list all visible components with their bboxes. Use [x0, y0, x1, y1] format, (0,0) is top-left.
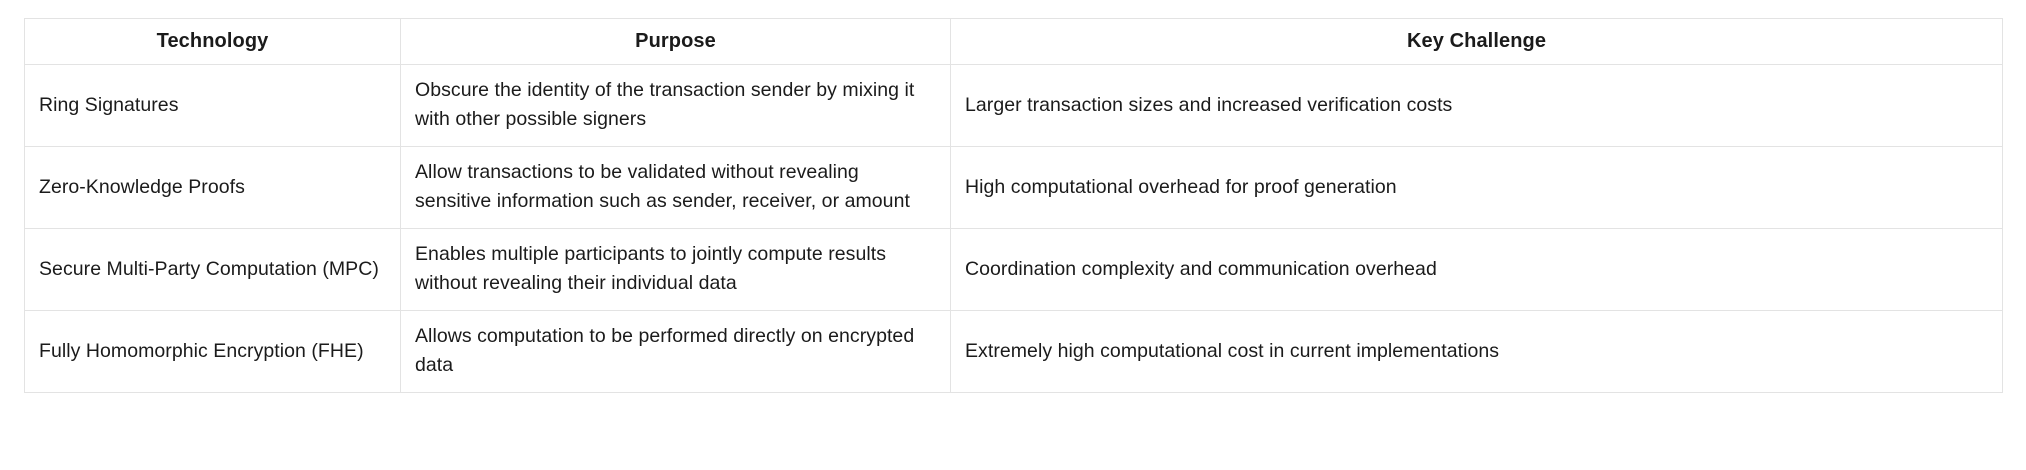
table-container: Technology Purpose Key Challenge Ring Si…: [24, 18, 2003, 393]
table-row: Fully Homomorphic Encryption (FHE) Allow…: [24, 310, 2003, 393]
table-header-row: Technology Purpose Key Challenge: [24, 18, 2003, 65]
privacy-technologies-table: Technology Purpose Key Challenge Ring Si…: [24, 18, 2003, 393]
cell-purpose: Allows computation to be performed direc…: [400, 310, 951, 393]
cell-technology: Ring Signatures: [24, 64, 401, 147]
table-row: Ring Signatures Obscure the identity of …: [24, 64, 2003, 147]
table-row: Secure Multi-Party Computation (MPC) Ena…: [24, 228, 2003, 311]
table-row: Zero-Knowledge Proofs Allow transactions…: [24, 146, 2003, 229]
cell-key-challenge: High computational overhead for proof ge…: [950, 146, 2003, 229]
column-header-technology: Technology: [24, 18, 401, 65]
cell-technology: Secure Multi-Party Computation (MPC): [24, 228, 401, 311]
cell-purpose: Obscure the identity of the transaction …: [400, 64, 951, 147]
cell-key-challenge: Coordination complexity and communicatio…: [950, 228, 2003, 311]
cell-technology: Zero-Knowledge Proofs: [24, 146, 401, 229]
table-body: Ring Signatures Obscure the identity of …: [24, 64, 2003, 393]
cell-key-challenge: Larger transaction sizes and increased v…: [950, 64, 2003, 147]
column-header-key-challenge: Key Challenge: [950, 18, 2003, 65]
cell-technology: Fully Homomorphic Encryption (FHE): [24, 310, 401, 393]
column-header-purpose: Purpose: [400, 18, 951, 65]
cell-key-challenge: Extremely high computational cost in cur…: [950, 310, 2003, 393]
table-header: Technology Purpose Key Challenge: [24, 18, 2003, 65]
cell-purpose: Allow transactions to be validated witho…: [400, 146, 951, 229]
cell-purpose: Enables multiple participants to jointly…: [400, 228, 951, 311]
